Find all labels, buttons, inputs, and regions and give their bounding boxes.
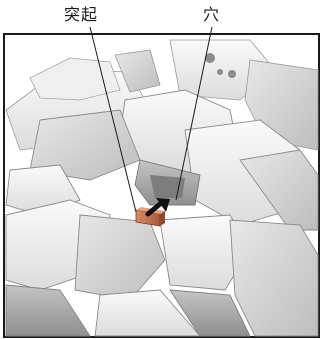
- hole-leader-line: [175, 26, 213, 201]
- hole-label: 穴: [203, 5, 221, 24]
- lower-parts: [5, 199, 319, 337]
- central-parts: [5, 89, 319, 231]
- protrusion-leader-line: [89, 26, 137, 213]
- protrusion-peg: [135, 207, 165, 227]
- protrusion-label: 突起: [64, 5, 99, 24]
- arrow-up-right-icon: [145, 198, 170, 217]
